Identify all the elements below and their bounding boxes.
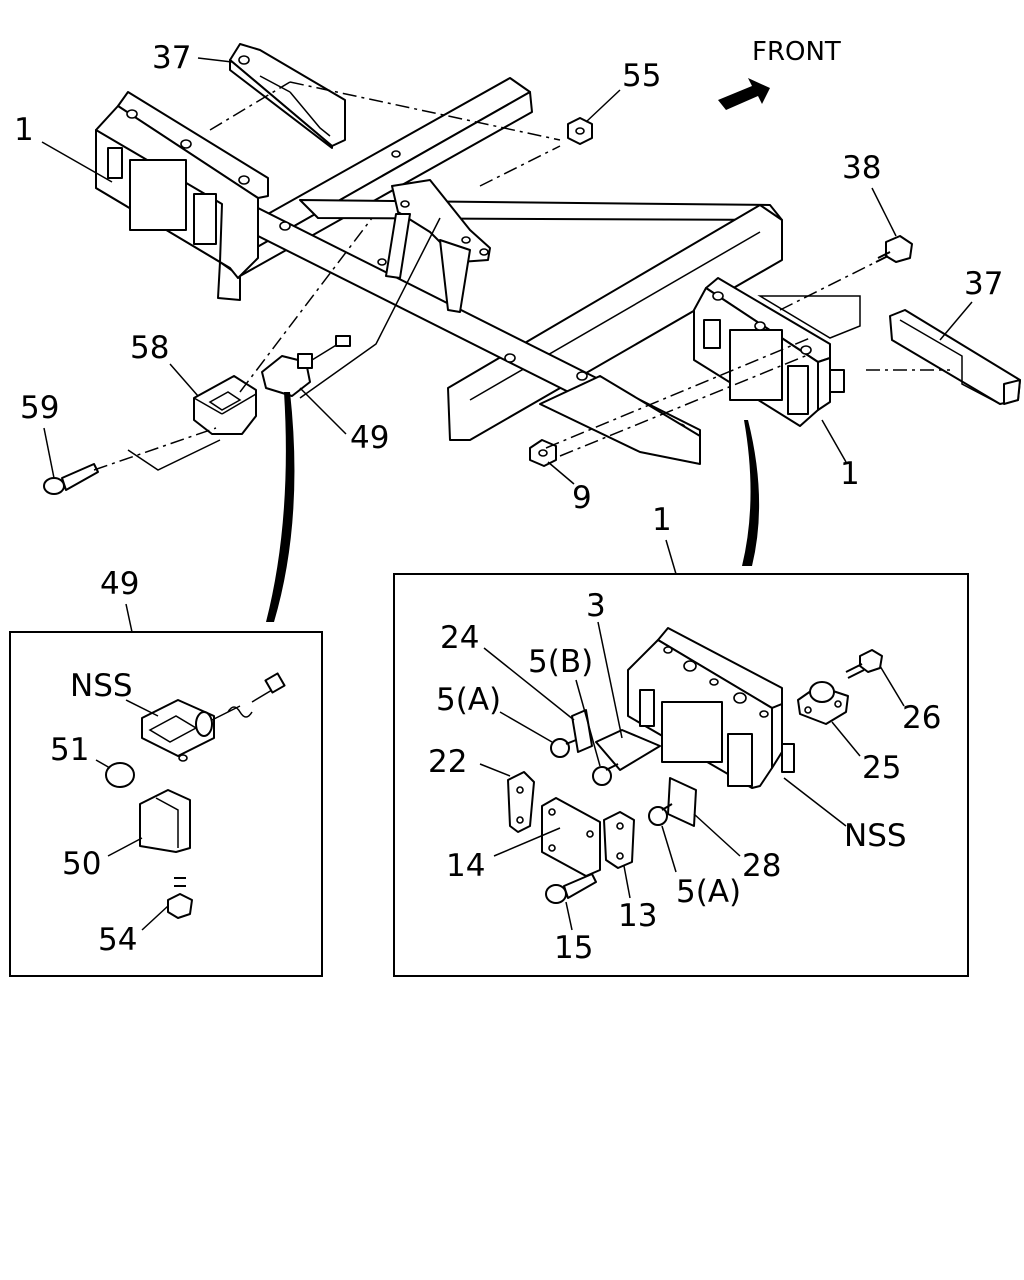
part-58-bracket xyxy=(193,375,257,435)
detail-zoom-leaders xyxy=(266,392,760,622)
callout-9: 9 xyxy=(572,480,592,516)
part-38-bolt xyxy=(875,235,913,263)
inset-49-title: 49 xyxy=(100,566,139,602)
part-55-nut xyxy=(567,117,593,145)
callout-37-top: 37 xyxy=(152,40,191,76)
inset-49-detail: 49 NSS 51 50 54 xyxy=(9,566,323,977)
inset-1-part-3: 3 xyxy=(586,588,606,624)
part-59-bolt xyxy=(43,463,99,495)
inset-1-detail: 1 xyxy=(393,502,969,977)
inset-1-part-13: 13 xyxy=(618,898,657,934)
part-37-right-cover xyxy=(889,309,1021,405)
callout-59: 59 xyxy=(20,390,59,426)
inset-49-part-51: 51 xyxy=(50,732,89,768)
assembly-guide-lines xyxy=(93,81,950,471)
inset-1-part-5b: 5(B) xyxy=(528,644,593,680)
front-arrow-icon xyxy=(718,78,770,110)
inset-1-part-5a-top: 5(A) xyxy=(436,682,501,718)
callout-38: 38 xyxy=(842,150,881,186)
callout-55: 55 xyxy=(622,58,661,94)
inset-49-nss-label: NSS xyxy=(70,668,133,704)
inset-1-part-25: 25 xyxy=(862,750,901,786)
callout-37-right: 37 xyxy=(964,266,1003,302)
callout-1-left: 1 xyxy=(14,112,34,148)
callout-49: 49 xyxy=(350,420,389,456)
inset-1-nss-label: NSS xyxy=(844,818,907,854)
inset-1-part-5a-bottom: 5(A) xyxy=(676,874,741,910)
frame-crossmember-assembly xyxy=(95,77,861,465)
inset-1-title: 1 xyxy=(652,502,672,538)
part-49-sensor xyxy=(261,335,351,397)
front-direction-indicator: FRONT xyxy=(718,37,841,110)
inset-1-part-15: 15 xyxy=(554,930,593,966)
inset-1-part-26: 26 xyxy=(902,700,941,736)
inset-1-part-22: 22 xyxy=(428,744,467,780)
callout-1-right: 1 xyxy=(840,456,860,492)
front-label: FRONT xyxy=(752,37,841,67)
main-callouts: 37 1 55 38 37 58 59 49 9 1 xyxy=(14,40,1003,516)
part-9-flange-nut xyxy=(529,439,557,467)
inset-1-part-14: 14 xyxy=(446,848,485,884)
inset-1-part-24: 24 xyxy=(440,620,479,656)
inset-49-part-54: 54 xyxy=(98,922,137,958)
callout-58: 58 xyxy=(130,330,169,366)
part-37-top-cover xyxy=(229,43,346,149)
inset-49-part-50: 50 xyxy=(62,846,101,882)
inset-1-part-28: 28 xyxy=(742,848,781,884)
